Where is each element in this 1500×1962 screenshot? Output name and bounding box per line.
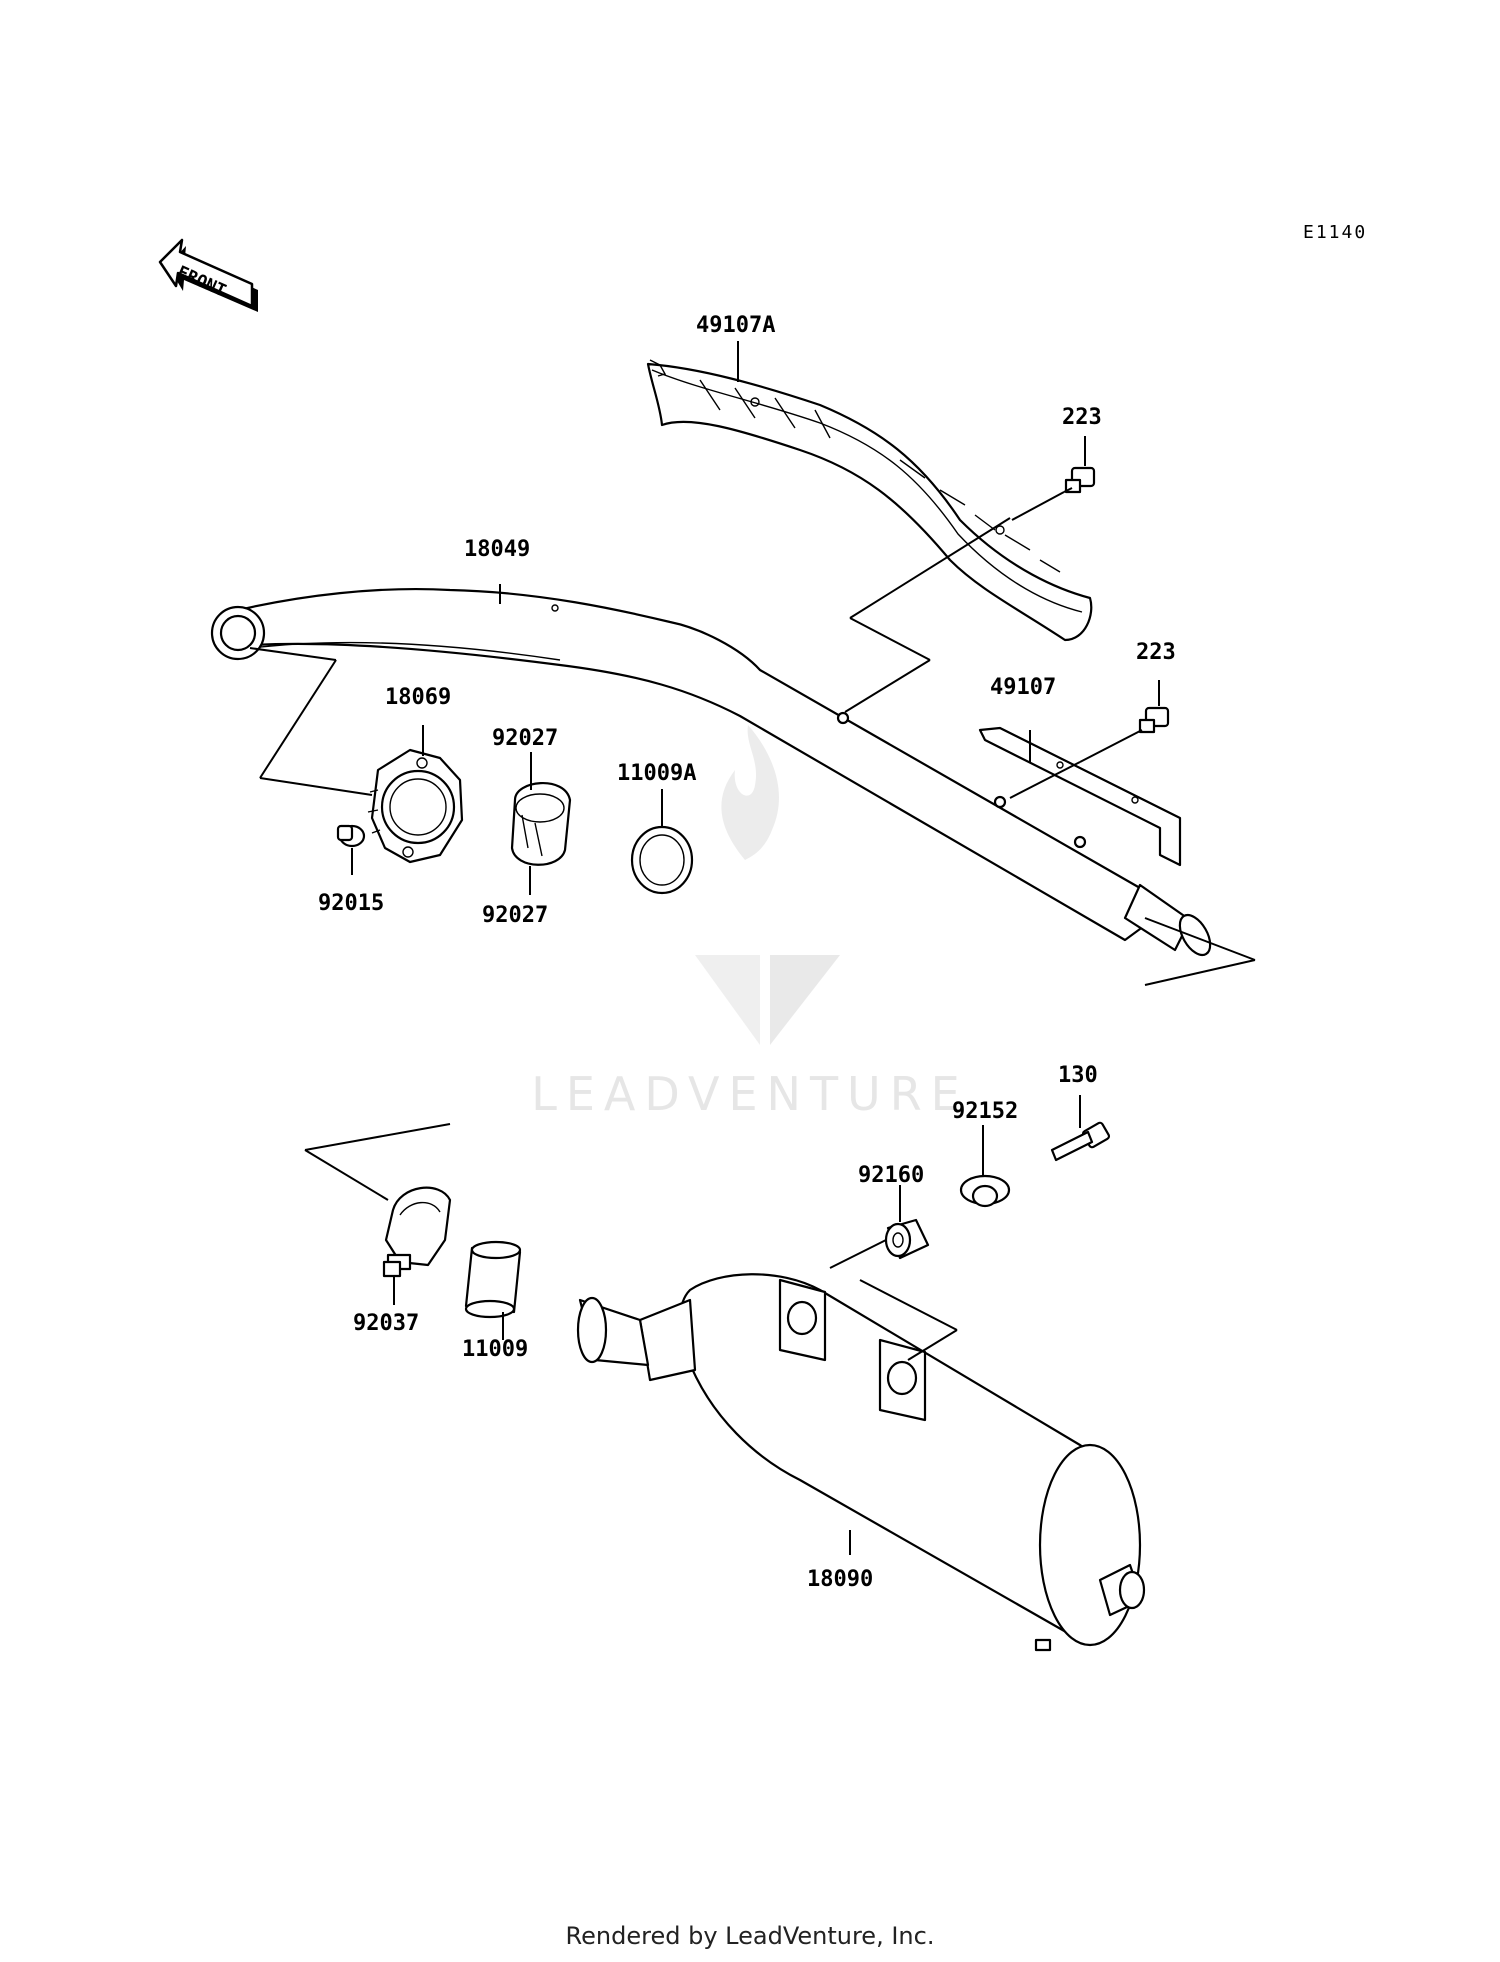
clamp-92037 xyxy=(382,1186,452,1278)
callout-labels: 49107A 223 18049 223 49107 18069 92027 1… xyxy=(318,313,1176,1592)
washer-92152 xyxy=(959,1174,1011,1208)
leadventure-watermark: LEADVENTURE xyxy=(531,725,969,1121)
callout-92152: 92152 xyxy=(952,1099,1018,1124)
callout-92160: 92160 xyxy=(858,1163,924,1188)
bolt-223-lower xyxy=(1138,706,1170,734)
callout-18049: 18049 xyxy=(464,537,530,562)
callout-92015: 92015 xyxy=(318,891,384,916)
bolt-223-upper xyxy=(1063,466,1096,494)
leader-lines xyxy=(249,341,1256,1555)
callout-49107a: 49107A xyxy=(696,313,775,338)
callout-92027-lower: 92027 xyxy=(482,903,548,928)
callout-223-upper: 223 xyxy=(1062,405,1102,430)
callout-11009a: 11009A xyxy=(617,761,696,786)
gasket-11009 xyxy=(464,1240,522,1319)
nut-92015 xyxy=(336,824,366,848)
callout-11009: 11009 xyxy=(462,1337,528,1362)
flange-18069 xyxy=(367,748,464,864)
callout-49107: 49107 xyxy=(990,675,1056,700)
diagram-code: E1140 xyxy=(1303,222,1367,243)
callout-18069: 18069 xyxy=(385,685,451,710)
watermark-text: LEADVENTURE xyxy=(531,1067,969,1121)
bolt-130 xyxy=(1050,1121,1111,1162)
exhaust-pipe-18049 xyxy=(210,587,1212,957)
gasket-92027 xyxy=(510,782,572,866)
callout-223-lower: 223 xyxy=(1136,640,1176,665)
muffler-18090 xyxy=(576,1273,1146,1652)
front-direction-arrow: FRONT xyxy=(158,238,258,312)
footer-credit: Rendered by LeadVenture, Inc. xyxy=(565,1922,935,1950)
callout-92037: 92037 xyxy=(353,1311,419,1336)
grommet-92160 xyxy=(884,1218,930,1260)
gasket-11009a xyxy=(630,825,694,895)
callout-130: 130 xyxy=(1058,1063,1098,1088)
callout-92027-upper: 92027 xyxy=(492,726,558,751)
callout-18090: 18090 xyxy=(807,1567,873,1592)
heat-guard-49107a xyxy=(646,359,1093,642)
